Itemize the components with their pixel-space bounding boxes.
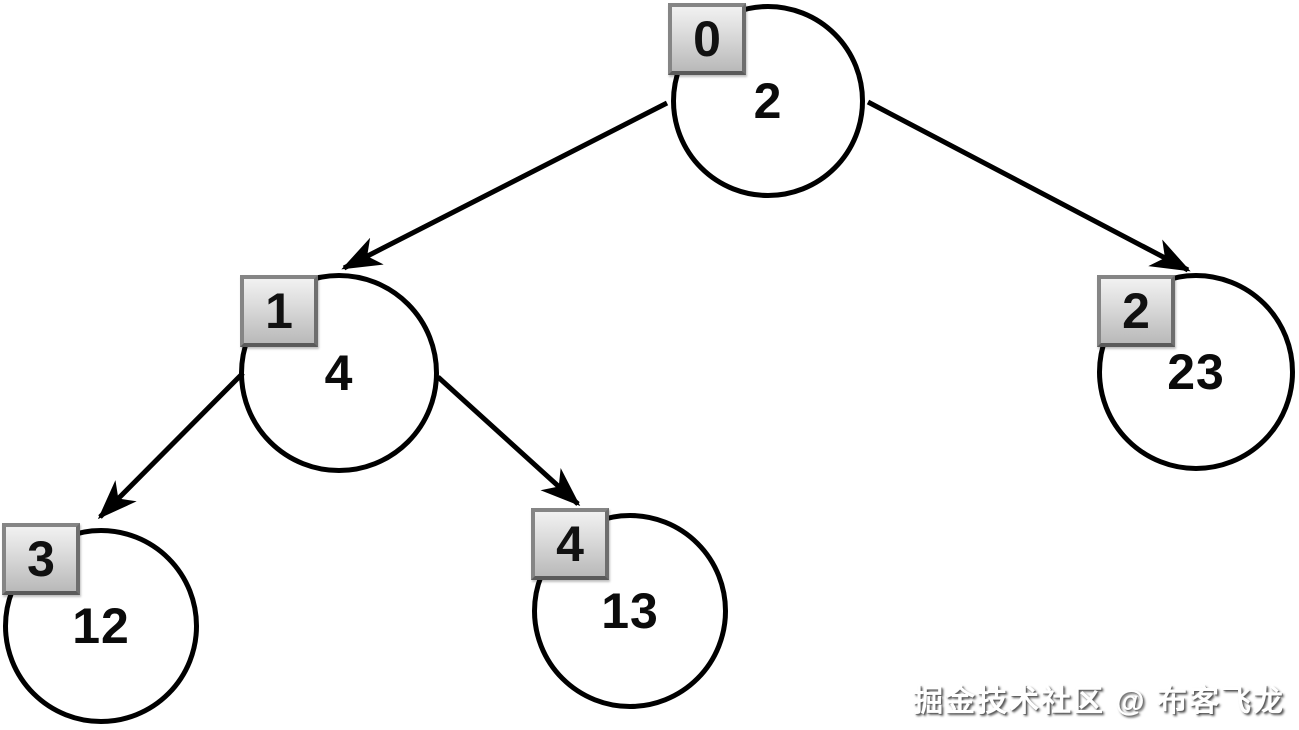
node-4-value: 13 <box>601 583 659 639</box>
node-0-index: 0 <box>693 11 721 67</box>
node-3-index-label: 3 <box>2 523 80 595</box>
node-4-index-label: 4 <box>531 508 609 580</box>
node-2-value: 23 <box>1167 344 1225 400</box>
node-3-value: 12 <box>72 598 130 654</box>
watermark-text: 掘金技术社区 @ 布客飞龙 <box>913 685 1285 718</box>
tree-node-3-circle: 12 <box>3 528 199 724</box>
edge-arrow-0-1 <box>341 100 669 271</box>
node-3-index: 3 <box>27 531 55 587</box>
edge-arrow-1-4 <box>436 375 581 507</box>
node-2-index-label: 2 <box>1097 275 1175 347</box>
node-1-index: 1 <box>265 283 293 339</box>
node-2-index: 2 <box>1122 283 1150 339</box>
node-1-index-label: 1 <box>240 275 318 347</box>
node-0-index-label: 0 <box>668 3 746 75</box>
node-0-value: 2 <box>753 73 783 129</box>
edge-arrow-1-3 <box>97 371 245 520</box>
tree-node-1-circle: 4 <box>239 273 439 473</box>
node-4-index: 4 <box>556 516 584 572</box>
edge-arrow-0-2 <box>866 99 1191 273</box>
node-1-value: 4 <box>324 345 354 401</box>
